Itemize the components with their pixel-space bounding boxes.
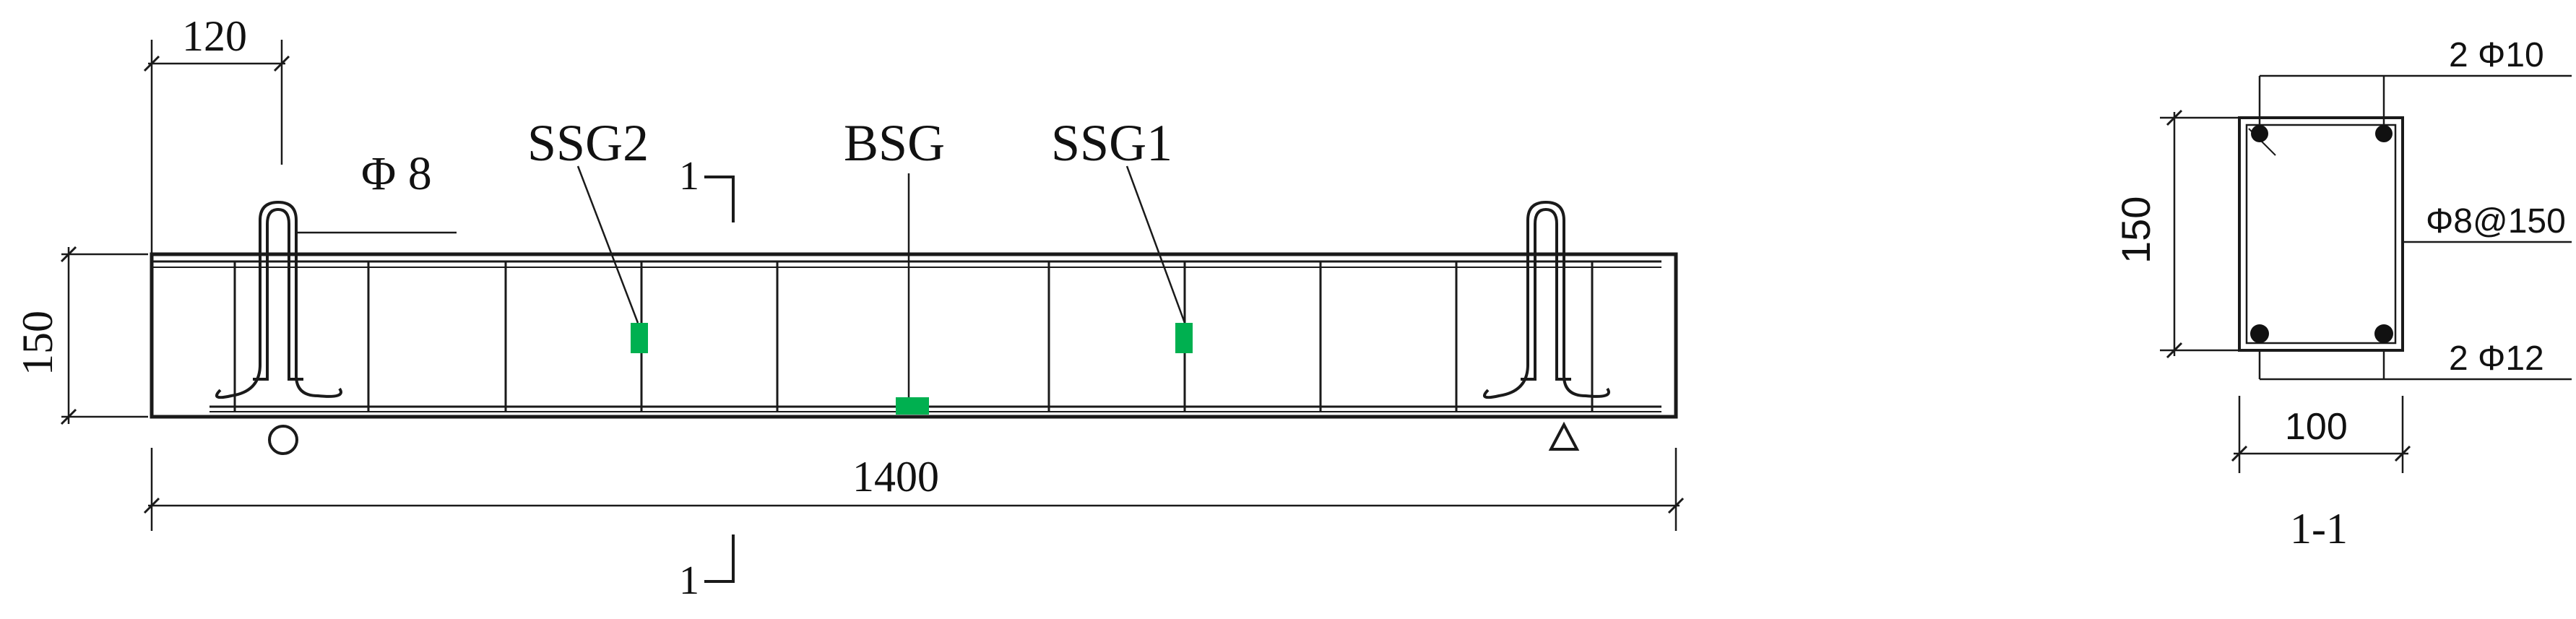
svg-text:1: 1 bbox=[679, 154, 699, 199]
svg-text:120: 120 bbox=[182, 12, 247, 60]
svg-text:2 Φ10: 2 Φ10 bbox=[2449, 36, 2544, 74]
bottom-bar-left bbox=[2250, 324, 2269, 343]
svg-text:2 Φ12: 2 Φ12 bbox=[2449, 339, 2544, 378]
dim-hook-offset: 120 bbox=[143, 12, 290, 253]
dim-beam-length: 1400 bbox=[143, 448, 1685, 531]
svg-text:150: 150 bbox=[2113, 196, 2158, 264]
section-title: 1-1 bbox=[2290, 505, 2348, 553]
svg-text:1400: 1400 bbox=[852, 453, 939, 501]
stirrup-callout: Φ8@150 bbox=[2403, 202, 2572, 243]
svg-text:150: 150 bbox=[14, 311, 61, 376]
gauge-ssg2-leader bbox=[576, 165, 639, 324]
top-bar-right bbox=[2375, 125, 2393, 142]
gauge-ssg1-label: SSG1 bbox=[1051, 114, 1172, 172]
top-bars-callout: 2 Φ10 bbox=[2258, 36, 2572, 125]
gauge-bsg-label: BSG bbox=[844, 114, 945, 172]
section-stirrup bbox=[2245, 124, 2397, 345]
gauge-ssg1-leader bbox=[1125, 165, 1186, 324]
cross-section: 2 Φ10 Φ8@150 2 Φ12 150 bbox=[2113, 36, 2572, 553]
stirrups bbox=[233, 261, 1594, 412]
bottom-bars-callout: 2 Φ12 bbox=[2258, 339, 2572, 381]
left-lifting-hook bbox=[215, 200, 342, 399]
right-lifting-hook bbox=[1483, 200, 1610, 399]
pin-support bbox=[1548, 421, 1580, 451]
beam-outline bbox=[150, 252, 1678, 419]
svg-text:100: 100 bbox=[2285, 406, 2348, 448]
stirrup-diameter-label: Φ 8 bbox=[361, 147, 432, 200]
section-outline bbox=[2238, 116, 2404, 352]
dim-beam-height: 150 bbox=[14, 246, 148, 425]
svg-text:1: 1 bbox=[679, 558, 699, 603]
bottom-bar-right bbox=[2374, 324, 2393, 343]
top-bar-left bbox=[2251, 125, 2268, 142]
gauge-bsg-mark bbox=[896, 397, 929, 415]
section-mark-top: 1 bbox=[679, 154, 735, 222]
gauge-ssg2-label: SSG2 bbox=[527, 114, 649, 172]
section-mark-bottom: 1 bbox=[679, 534, 735, 603]
gauge-ssg2-mark bbox=[631, 323, 648, 353]
roller-support bbox=[268, 425, 298, 455]
section-dim-height: 150 bbox=[2113, 109, 2238, 359]
gauge-ssg1-mark bbox=[1175, 323, 1193, 353]
beam-elevation: SSG2 BSG SSG1 1 1 Φ 8 120 bbox=[14, 12, 1685, 603]
section-dim-width: 100 bbox=[2231, 396, 2411, 473]
svg-text:Φ8@150: Φ8@150 bbox=[2426, 202, 2566, 241]
